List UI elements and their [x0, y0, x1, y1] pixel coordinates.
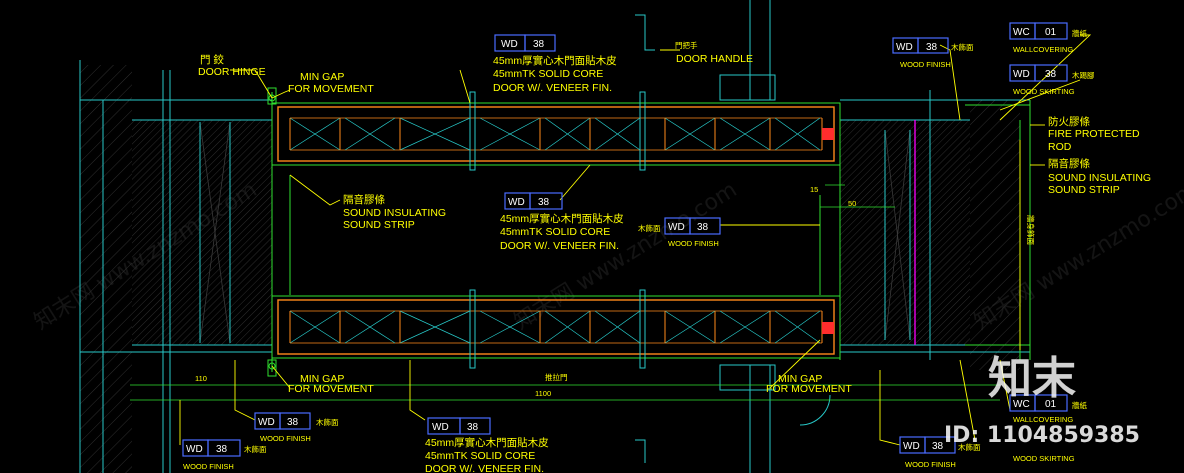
- label-for-movement-2: FOR MOVEMENT: [288, 383, 374, 395]
- tag-wd-middle: WD 38: [504, 192, 563, 210]
- svg-text:01: 01: [1045, 399, 1057, 410]
- svg-text:38: 38: [926, 42, 938, 53]
- label-sound-right-cn: 隔音膠條: [1048, 157, 1090, 170]
- label-wood-finish-en-br: WOOD FINISH: [905, 460, 956, 469]
- svg-text:WD: WD: [186, 444, 203, 455]
- label-door-mid-en1: 45mmTK SOLID CORE: [500, 226, 610, 238]
- label-door-bot-en2: DOOR W/. VENEER FIN.: [425, 463, 544, 473]
- svg-text:01: 01: [1045, 27, 1057, 38]
- svg-text:WD: WD: [903, 441, 920, 452]
- svg-text:WD: WD: [432, 422, 449, 433]
- label-door-mid-en2: DOOR W/. VENEER FIN.: [500, 240, 619, 252]
- label-fire-rod-en2: ROD: [1048, 141, 1072, 153]
- door-handles: [469, 0, 831, 473]
- right-wall: [819, 90, 1031, 370]
- svg-text:WD: WD: [896, 42, 913, 53]
- svg-text:38: 38: [697, 222, 709, 233]
- label-door-bot-cn: 45mm厚實心木門面貼木皮: [425, 436, 549, 449]
- tag-wd-bottom-right: WD 38: [899, 436, 956, 454]
- dim-1100: 1100: [535, 389, 551, 398]
- svg-text:38: 38: [216, 444, 228, 455]
- svg-text:WC: WC: [1013, 399, 1030, 410]
- label-wood-finish-en-mid: WOOD FINISH: [668, 239, 719, 248]
- label-wood-skirting-en: WOOD SKIRTING: [1013, 87, 1075, 96]
- label-sound-right-en1: SOUND INSULATING: [1048, 172, 1151, 184]
- svg-text:WD: WD: [668, 222, 685, 233]
- label-min-gap-1: MIN GAP: [300, 71, 344, 83]
- label-min-gap-2: MIN GAP: [300, 373, 344, 385]
- label-door-hinge-en: DOOR HINGE: [198, 66, 266, 78]
- tag-wd-right-1: WD 38: [892, 37, 949, 54]
- tag-wd-bottom-left-2: WD 38: [182, 439, 241, 457]
- dim-110: 110: [195, 374, 207, 383]
- label-fire-rod-cn: 防火膠條: [1048, 115, 1090, 128]
- tag-wc-bottom-right: WC 01: [1009, 394, 1068, 412]
- svg-text:WD: WD: [501, 39, 518, 50]
- dimension-lines: [130, 184, 1000, 401]
- svg-text:WD: WD: [258, 417, 275, 428]
- svg-text:38: 38: [467, 422, 479, 433]
- svg-text:38: 38: [1045, 69, 1057, 80]
- dim-15: 15: [810, 185, 818, 194]
- label-wood-skirting-en-br: WOOD SKIRTING: [1013, 454, 1075, 463]
- label-vertical-cn: 牆身飾面: [1026, 215, 1036, 245]
- watermark-logo: 知末: [988, 353, 1076, 404]
- label-for-movement-3: FOR MOVEMENT: [766, 383, 852, 395]
- label-door-handle-cn: 門把手: [675, 40, 698, 50]
- label-sound-left-en2: SOUND STRIP: [343, 219, 415, 231]
- label-door-handle-en: DOOR HANDLE: [676, 53, 753, 65]
- label-sound-right-en2: SOUND STRIP: [1048, 184, 1120, 196]
- tag-wd-middle-2: WD 38: [664, 217, 721, 235]
- door-leaf-bottom: [271, 295, 841, 359]
- label-door-top-en1: 45mmTK SOLID CORE: [493, 68, 603, 80]
- svg-text:38: 38: [533, 39, 545, 50]
- label-fire-rod-en1: FIRE PROTECTED: [1048, 128, 1140, 140]
- door-leaf-top: [271, 102, 841, 166]
- label-for-movement-1: FOR MOVEMENT: [288, 83, 374, 95]
- label-door-top-en2: DOOR W/. VENEER FIN.: [493, 82, 612, 94]
- tag-wd-top: WD 38: [494, 34, 556, 52]
- label-wood-finish-cn-br: 木飾面: [958, 442, 981, 452]
- label-wallcovering-en: WALLCOVERING: [1013, 45, 1073, 54]
- label-wood-finish-cn-rt: 木飾面: [951, 42, 974, 52]
- label-min-gap-3: MIN GAP: [778, 373, 822, 385]
- label-door-top-cn: 45mm厚實心木門面貼木皮: [493, 54, 617, 67]
- label-sound-left-en1: SOUND INSULATING: [343, 207, 446, 219]
- svg-text:38: 38: [287, 417, 299, 428]
- left-wall: [79, 60, 291, 473]
- label-wood-finish-cn-bl2: 木飾面: [244, 444, 267, 454]
- tag-wd-right-2: WD 38: [1009, 64, 1068, 82]
- dim-50: 50: [848, 199, 856, 208]
- label-center-cn: 推拉門: [545, 372, 568, 382]
- label-door-hinge-cn: 門 鉸: [200, 53, 224, 66]
- svg-text:38: 38: [932, 441, 944, 452]
- label-wood-finish-en-bl: WOOD FINISH: [260, 434, 311, 443]
- label-sound-left-cn: 隔音膠條: [343, 193, 385, 206]
- label-door-bot-en1: 45mmTK SOLID CORE: [425, 450, 535, 462]
- svg-text:38: 38: [538, 197, 550, 208]
- watermark-id: ID: 1104859385: [944, 423, 1140, 448]
- tag-wd-bottom: WD 38: [427, 417, 491, 435]
- svg-text:WD: WD: [508, 197, 525, 208]
- svg-text:WC: WC: [1013, 27, 1030, 38]
- tag-wc-right: WC 01: [1009, 22, 1068, 40]
- leader-lines: [179, 34, 1092, 446]
- label-wood-finish-en-rt: WOOD FINISH: [900, 60, 951, 69]
- label-wood-finish-cn-bl: 木飾面: [316, 417, 339, 427]
- label-wood-finish-cn-mid: 木飾面: [638, 223, 661, 233]
- label-wood-finish-en-bl2: WOOD FINISH: [183, 462, 234, 471]
- svg-text:WD: WD: [1013, 69, 1030, 80]
- tag-wd-bottom-left-1: WD 38: [254, 412, 311, 430]
- label-wallcovering-en-br: WALLCOVERING: [1013, 415, 1073, 424]
- label-door-mid-cn: 45mm厚實心木門面貼木皮: [500, 212, 624, 225]
- label-wood-skirting-cn: 木踢腳: [1072, 70, 1095, 80]
- label-wallcovering-cn: 牆紙: [1072, 28, 1088, 38]
- label-wallcovering-cn-br: 牆紙: [1072, 400, 1088, 410]
